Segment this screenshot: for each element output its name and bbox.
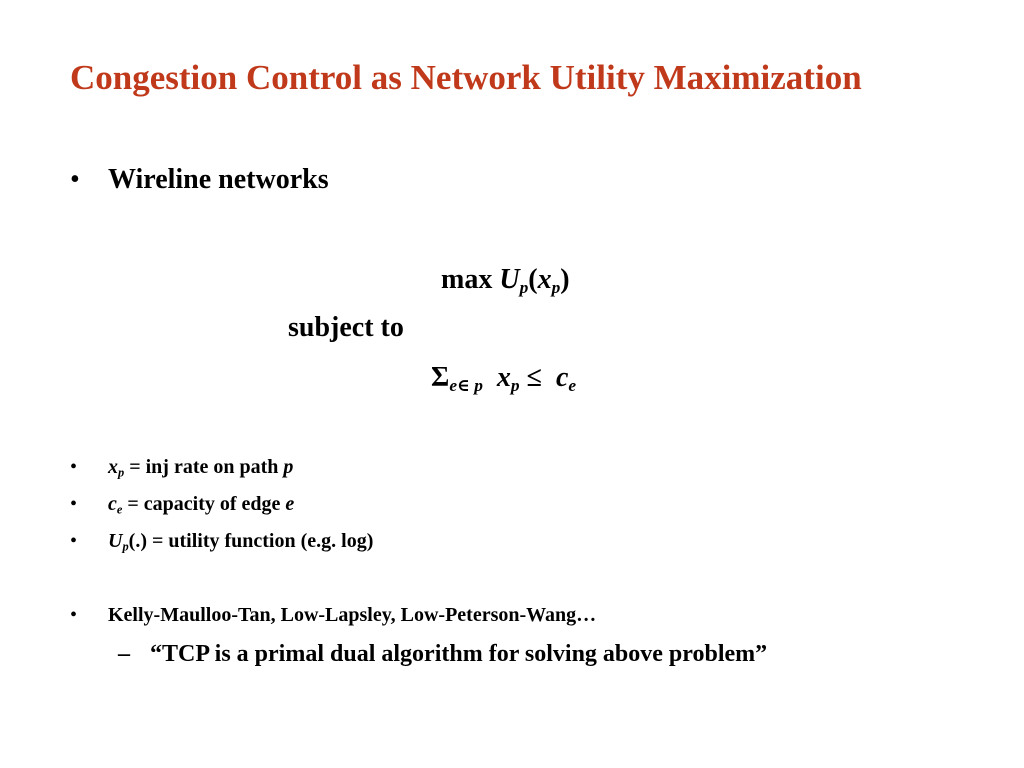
rate-symbol: x [537, 264, 552, 295]
definition-capacity: • ce = capacity of edge e [70, 493, 294, 516]
dash-icon: – [118, 641, 130, 667]
sum-subscript: e∈ p [449, 375, 483, 395]
objective-formula: max Up(xp) [441, 264, 570, 296]
definition-text: = capacity of edge [122, 493, 286, 515]
leq-symbol: ≤ [526, 362, 542, 393]
bullet-dot-icon: • [70, 456, 78, 478]
definition-symbol: U [108, 530, 123, 552]
open-paren: ( [528, 264, 538, 295]
definition-subscript: p [122, 539, 129, 554]
bullet-dot-icon: • [70, 493, 78, 515]
definition-subscript: p [118, 465, 125, 480]
rate-symbol: x [496, 362, 511, 393]
definition-utility: • Up(.) = utility function (e.g. log) [70, 530, 373, 553]
bullet-dot-icon: • [70, 604, 78, 626]
slide-title: Congestion Control as Network Utility Ma… [70, 58, 862, 97]
definition-subscript: e [116, 502, 123, 517]
definition-symbol: x [108, 456, 118, 478]
constraint-formula: Σe∈ p xp ≤ ce [431, 362, 576, 394]
definition-tail: p [283, 456, 294, 478]
utility-symbol: U [499, 264, 520, 295]
bullet-wireline-networks: • Wireline networks [70, 164, 329, 196]
rate-subscript: p [510, 375, 520, 395]
constraint-label: subject to [288, 312, 404, 343]
definition-tail: e [285, 493, 295, 515]
references-authors: Kelly-Maulloo-Tan, Low-Lapsley, Low-Pete… [108, 604, 597, 626]
close-paren: ) [560, 264, 570, 295]
sub-bullet-quote: – “TCP is a primal dual algorithm for so… [118, 641, 767, 668]
utility-subscript: p [519, 277, 529, 297]
bullet-dot-icon: • [70, 530, 78, 552]
capacity-subscript: e [568, 375, 577, 395]
definition-text: (.) = utility function (e.g. log) [128, 530, 374, 552]
definition-symbol: c [108, 493, 117, 515]
bullet-references: • Kelly-Maulloo-Tan, Low-Lapsley, Low-Pe… [70, 604, 596, 627]
sum-symbol: Σ [431, 362, 450, 393]
capacity-symbol: c [555, 362, 569, 393]
references-quote: “TCP is a primal dual algorithm for solv… [150, 641, 768, 667]
bullet-dot-icon: • [70, 164, 80, 195]
max-operator: max [441, 264, 493, 295]
definition-rate: • xp = inj rate on path p [70, 456, 293, 479]
rate-subscript: p [551, 277, 561, 297]
definition-text: = inj rate on path [124, 456, 284, 478]
section-heading: Wireline networks [108, 164, 329, 195]
